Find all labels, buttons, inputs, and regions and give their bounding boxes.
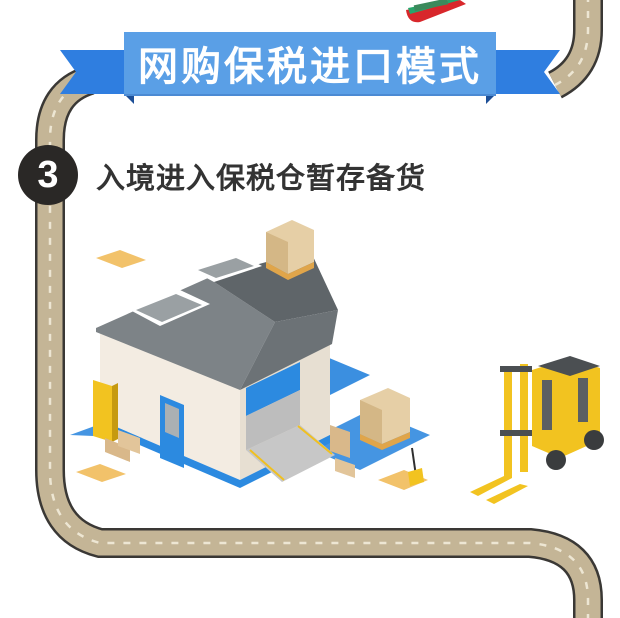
- pallet-crate-right: [360, 388, 410, 450]
- step-title: 入境进入保税仓暂存备货: [96, 161, 427, 195]
- title-banner: 网购保税进口模式: [124, 32, 496, 94]
- ribbon-tail-left: [60, 50, 124, 94]
- loading-bay-door: [246, 362, 300, 416]
- pallet-crate-top: [266, 220, 314, 280]
- warehouse-illustration: [70, 220, 604, 504]
- warehouse-roof: [96, 278, 275, 390]
- step-number-badge: 3: [18, 145, 78, 205]
- forklift-icon: [470, 356, 604, 504]
- banner-title: 网购保税进口模式: [138, 44, 482, 90]
- cargo-ship-icon: [406, 0, 466, 23]
- electrical-box: [93, 380, 112, 442]
- pallet: [96, 250, 146, 268]
- ribbon-tail-right: [496, 50, 560, 94]
- cardboard-boxes: [105, 438, 130, 462]
- step-number: 3: [37, 153, 59, 196]
- pallet: [76, 464, 126, 482]
